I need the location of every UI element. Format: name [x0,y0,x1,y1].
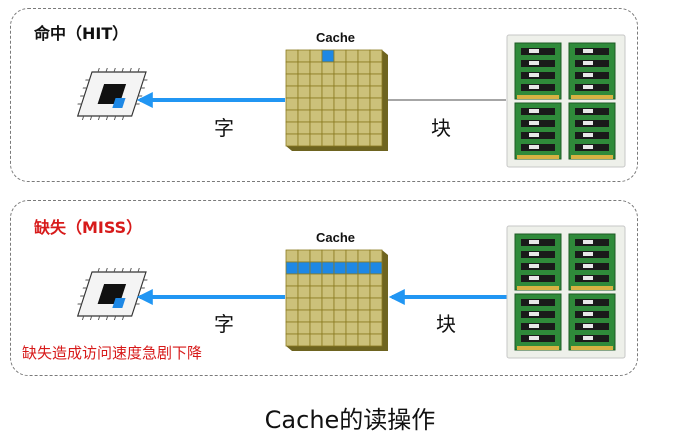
hit-block-label: 块 [431,116,451,140]
hit-word-label: 字 [214,116,234,140]
memory-stick-icon [568,233,616,291]
miss-panel [10,200,638,376]
memory-stick-icon [514,42,562,100]
hit-panel [10,8,638,182]
cache-cell [369,333,383,347]
memory-stick-icon [568,42,616,100]
cache-cell [369,133,383,147]
miss-memory-modules-icon [506,225,626,359]
memory-stick-icon [514,293,562,351]
hit-cache-grid [285,49,388,151]
miss-block-label: 块 [436,312,456,336]
miss-word-label: 字 [214,312,234,336]
miss-cache-label: Cache [316,230,356,245]
memory-stick-icon [568,293,616,351]
hit-cache-label: Cache [316,30,356,45]
figure-caption: Cache的读操作 [264,406,436,434]
hit-memory-modules-icon [506,34,626,168]
miss-title: 缺失（MISS） [34,218,143,237]
hit-title: 命中（HIT） [34,24,129,43]
miss-note: 缺失造成访问速度急剧下降 [22,344,203,362]
memory-stick-icon [514,102,562,160]
memory-stick-icon [514,233,562,291]
miss-cache-grid [285,249,388,351]
memory-stick-icon [568,102,616,160]
